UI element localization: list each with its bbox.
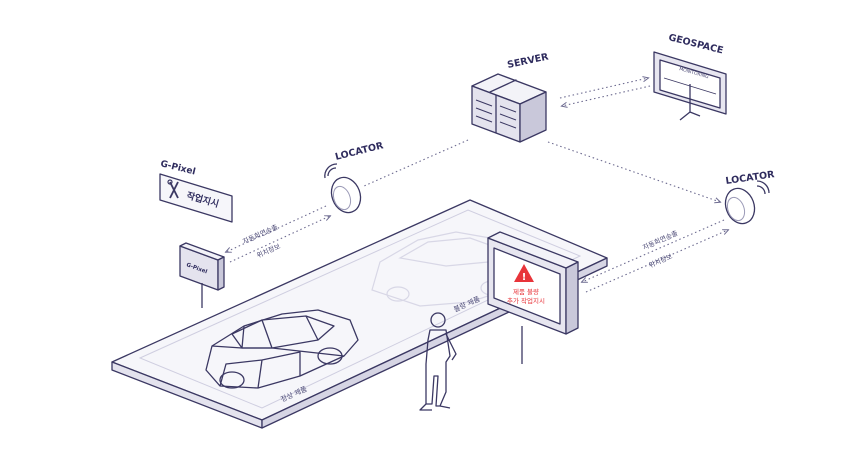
normal-car-wireframe <box>205 309 359 389</box>
locator-right-label: LOCATOR <box>725 169 776 187</box>
wifi-icon <box>324 163 338 179</box>
worker-figure <box>419 312 457 411</box>
left-link-bottom-label: 위치정보 <box>255 241 282 259</box>
warning-icon: ! <box>514 264 534 283</box>
gpixel-device: G-Pixel <box>179 242 225 308</box>
geospace-label: GEOSPACE <box>667 32 724 56</box>
gpixel-card: 작업지시 <box>159 173 233 223</box>
wifi-icon <box>756 180 770 195</box>
link-lines <box>226 78 728 293</box>
alert-line-2: 추가 작업지시 <box>507 296 545 305</box>
locator-left-label: LOCATOR <box>334 140 385 163</box>
geospace-monitor <box>653 51 727 121</box>
alert-line-1: 제품 불량 <box>513 287 539 296</box>
alert-display: ! 제품 불량 추가 작업지시 <box>487 231 579 364</box>
server-label: SERVER <box>506 51 550 71</box>
locator-left-device <box>324 163 362 214</box>
svg-text:!: ! <box>522 272 527 283</box>
wrench-screwdriver-icon <box>167 179 179 199</box>
locator-right-device <box>724 180 770 225</box>
server-rack <box>471 73 547 143</box>
right-link-bottom-label: 위치정보 <box>647 251 674 269</box>
